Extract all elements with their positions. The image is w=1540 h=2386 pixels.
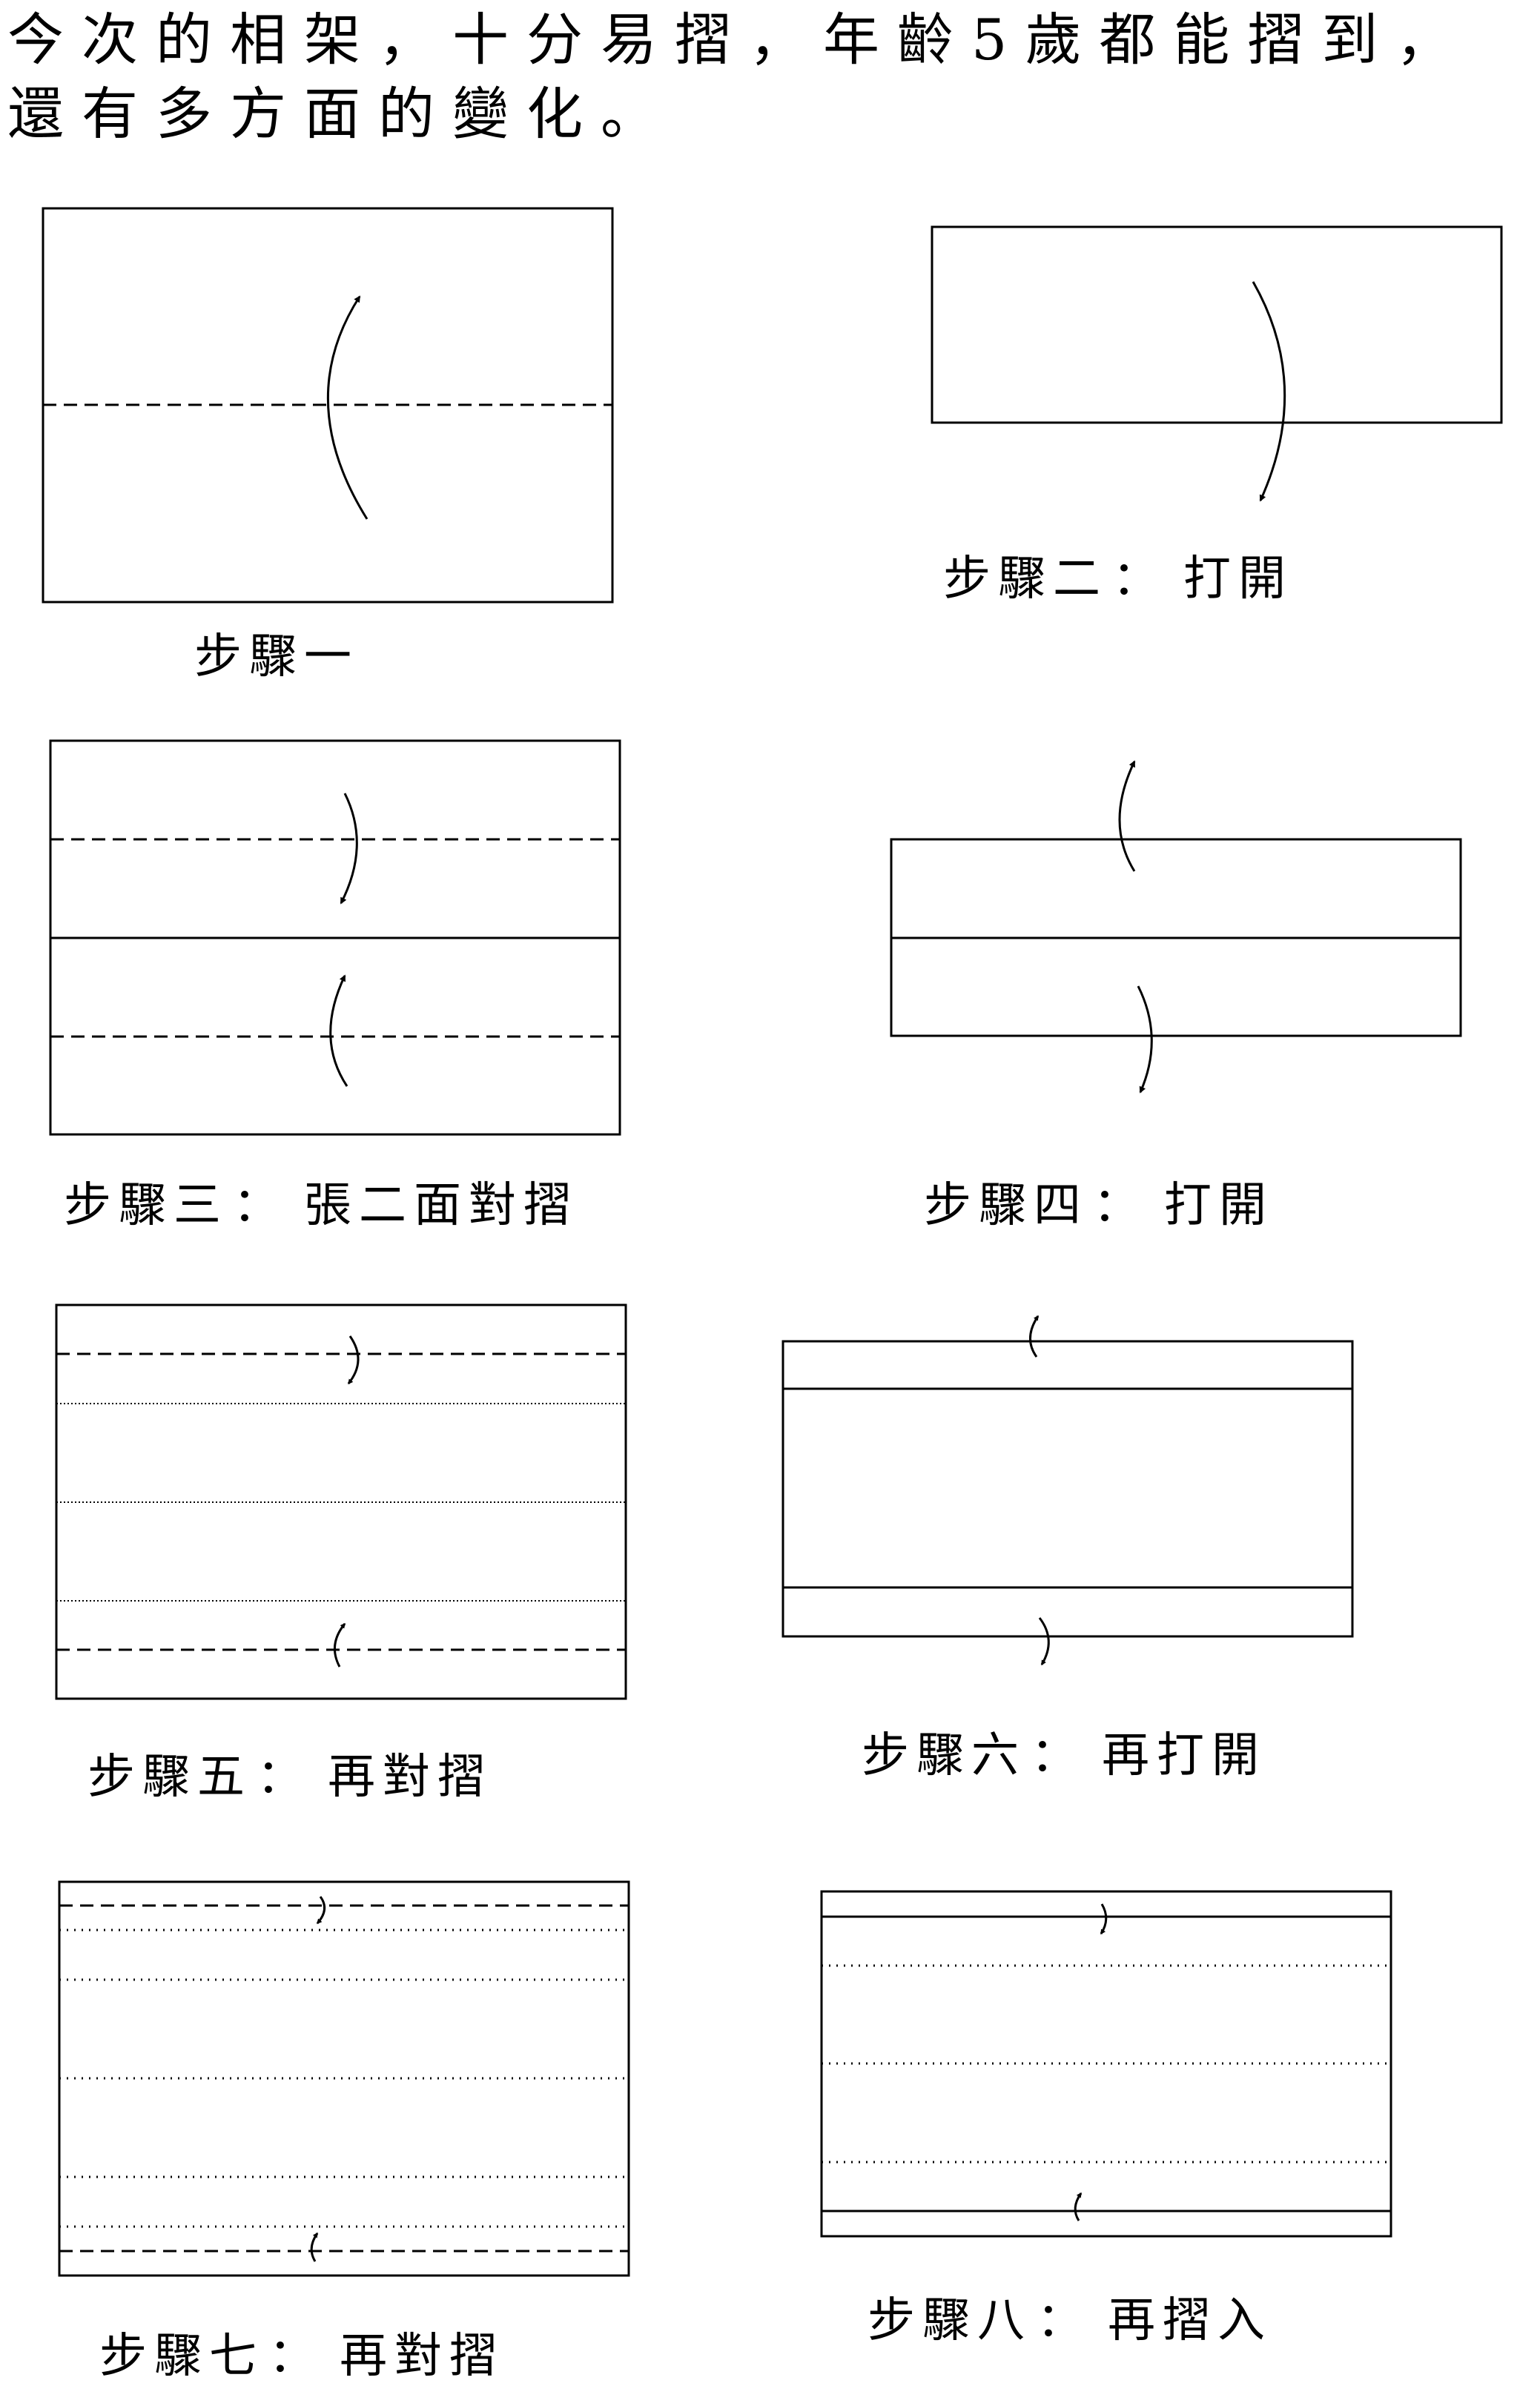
- paper-sheet: [58, 1880, 630, 2277]
- step-label: 步驟六: [862, 1728, 1026, 1783]
- intro-line-2: 還有多方面的變化。: [7, 81, 675, 147]
- step-6-caption: 步驟六： 再打開: [862, 1726, 1266, 1785]
- paper-sheet: [820, 1890, 1392, 2238]
- step-instruction: 再對摺: [328, 1750, 492, 1805]
- paper-sheet: [931, 225, 1503, 424]
- intro-text: 今次的相架，十分易摺，年齡5歲都能摺到， 還有多方面的變化。: [7, 3, 1535, 151]
- step-3-figure: [49, 739, 621, 1136]
- step-instruction: 張二面對摺: [304, 1178, 578, 1233]
- step-label: 步驟四: [924, 1178, 1088, 1233]
- step-separator: ：: [1093, 1178, 1148, 1233]
- step-1-figure: [42, 207, 614, 604]
- step-separator: ：: [268, 2329, 323, 2384]
- step-instruction: 再對摺: [340, 2329, 504, 2384]
- step-4-caption: 步驟四： 打開: [924, 1176, 1274, 1235]
- step-instruction: 再打開: [1102, 1728, 1266, 1783]
- unfold-up-arrow-icon: [1118, 760, 1136, 872]
- step-instruction: 再摺入: [1108, 2293, 1272, 2348]
- fold-up-arrow-icon: [329, 974, 348, 1087]
- step-separator: ：: [257, 1750, 311, 1805]
- step-4-figure: [890, 760, 1462, 1094]
- step-label: 步驟五: [87, 1750, 252, 1805]
- step-1-caption: 步驟一: [194, 627, 359, 687]
- fold-up-arrow-icon: [310, 2232, 319, 2262]
- step-separator: ：: [1037, 2293, 1091, 2348]
- step-5-figure: [55, 1303, 627, 1700]
- step-separator: ：: [1112, 552, 1167, 607]
- step-5-caption: 步驟五： 再對摺: [87, 1748, 492, 1807]
- fold-up-arrow-icon: [326, 295, 369, 520]
- step-label: 步驟二: [943, 552, 1108, 607]
- step-instruction: 打開: [1183, 552, 1293, 607]
- step-7-caption: 步驟七： 再對摺: [99, 2327, 504, 2386]
- step-label: 步驟一: [194, 629, 359, 684]
- step-8-caption: 步驟八： 再摺入: [868, 2291, 1272, 2350]
- step-instruction: 打開: [1164, 1178, 1274, 1233]
- fold-down-arrow-icon: [316, 1896, 326, 1925]
- step-label: 步驟七: [99, 2329, 264, 2384]
- step-8-figure: [820, 1890, 1392, 2238]
- step-7-figure: [58, 1880, 630, 2277]
- intro-line-1: 今次的相架，十分易摺，年齡5歲都能摺到，: [7, 7, 1470, 73]
- step-label: 步驟三: [64, 1178, 228, 1233]
- fold-down-arrow-icon: [340, 793, 358, 905]
- unfold-down-arrow-icon: [1252, 281, 1286, 502]
- step-separator: ：: [233, 1178, 288, 1233]
- fold-in-arrow-icon: [1074, 2192, 1083, 2221]
- step-3-caption: 步驟三： 張二面對摺: [64, 1176, 578, 1235]
- paper-sheet: [781, 1340, 1354, 1638]
- unfold-down-arrow-icon: [1137, 985, 1153, 1094]
- unfold-up-arrow-icon: [1029, 1315, 1040, 1358]
- fold-in-arrow-icon: [1100, 1903, 1108, 1935]
- step-separator: ：: [1031, 1728, 1085, 1783]
- step-label: 步驟八: [868, 2293, 1032, 2348]
- unfold-down-arrow-icon: [1038, 1617, 1050, 1666]
- step-2-figure: [931, 225, 1503, 502]
- fold-down-arrow-icon: [347, 1335, 360, 1385]
- step-6-figure: [781, 1315, 1354, 1666]
- fold-up-arrow-icon: [333, 1622, 346, 1668]
- step-2-caption: 步驟二： 打開: [943, 549, 1293, 609]
